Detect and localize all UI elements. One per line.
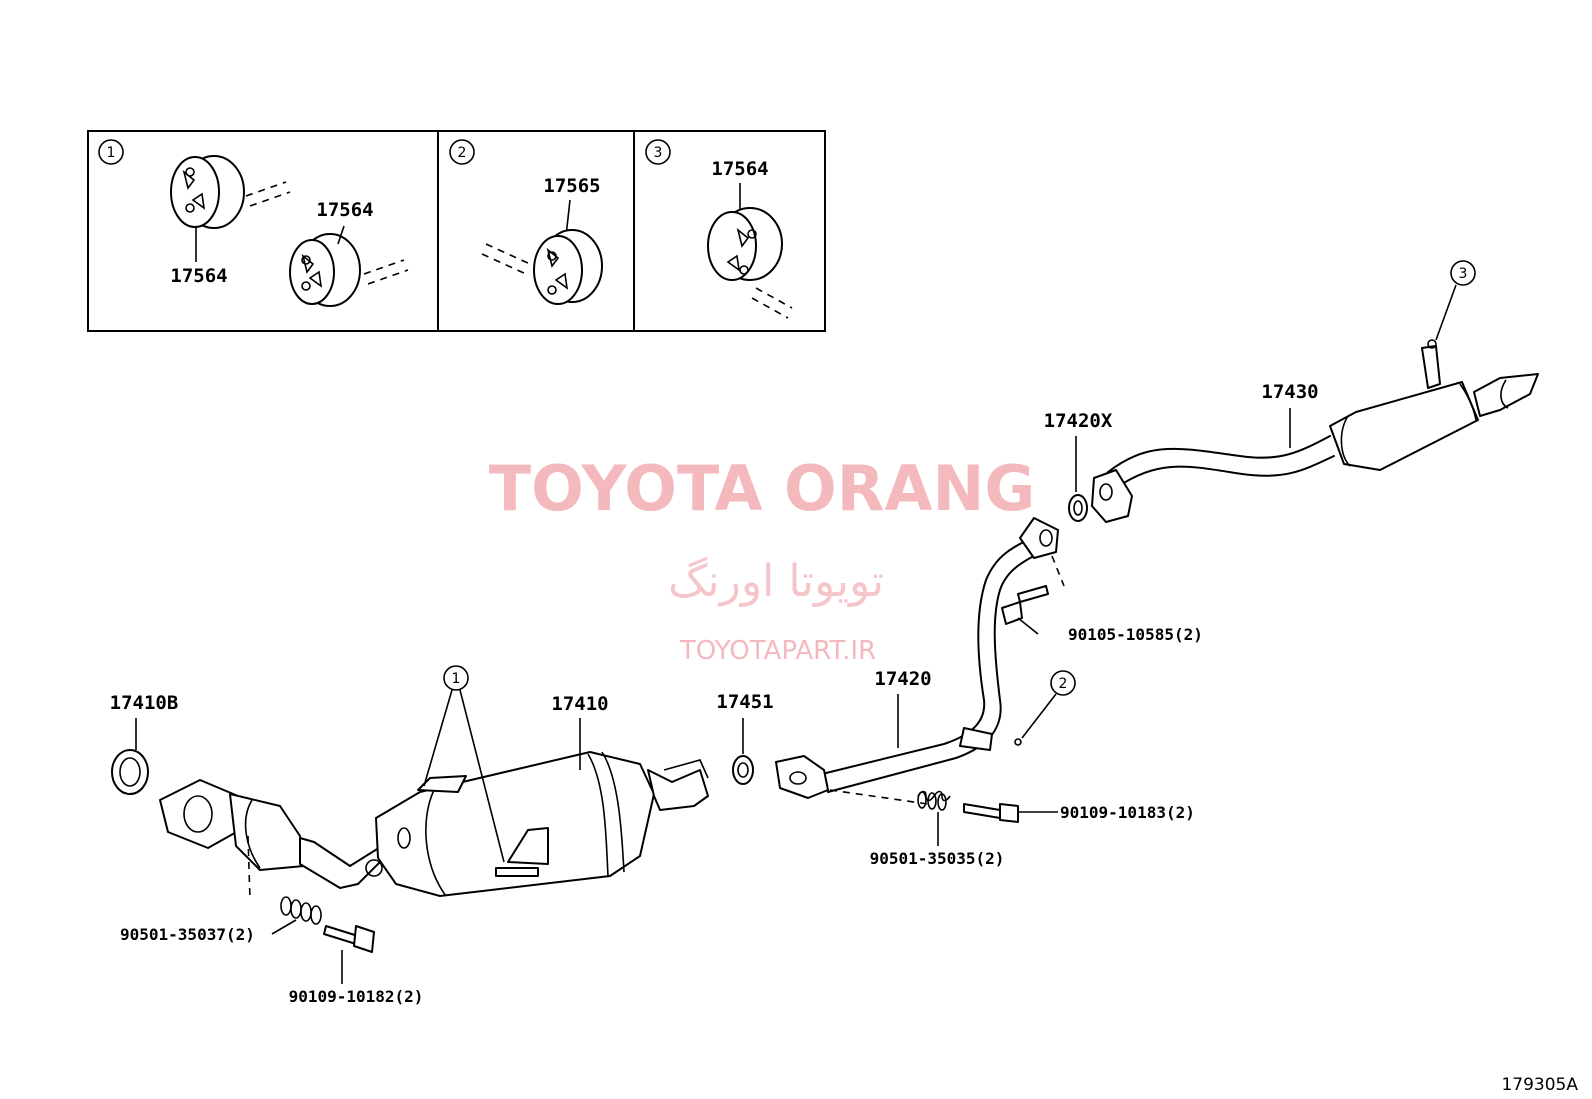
- inset-panel-3: 3 17564: [645, 139, 793, 319]
- bolt-90109-10183: [963, 803, 1019, 823]
- callout-2: 2: [1059, 676, 1068, 692]
- watermark-site: TOYOTAPART.IR: [679, 636, 876, 666]
- rubber-hanger-icon: [533, 229, 603, 305]
- panel-2-number: 2: [458, 145, 467, 161]
- panel-1-label-b: 17564: [316, 199, 373, 221]
- gasket-17451: [732, 755, 754, 785]
- callout-1: 1: [452, 671, 461, 687]
- tail-pipe-assembly-17430: [1091, 339, 1539, 523]
- label-17451: 17451: [716, 691, 773, 713]
- callout-3: 3: [1459, 266, 1468, 282]
- panel-1-number: 1: [107, 145, 116, 161]
- label-17410: 17410: [551, 693, 608, 715]
- gasket-17410b: [111, 749, 149, 795]
- label-17420x: 17420X: [1044, 410, 1113, 432]
- bolt-90109-10182: [323, 925, 375, 953]
- watermark: TOYOTA ORANG تویوتا اورنگ TOYOTAPART.IR: [489, 452, 1035, 666]
- label-90109-10182: 90109-10182(2): [289, 987, 424, 1006]
- spring-90501-35037: [280, 896, 322, 925]
- bolt-90105-10585: [1001, 555, 1065, 625]
- panel-1-label-a: 17564: [170, 265, 227, 287]
- label-90501-35035: 90501-35035(2): [870, 849, 1005, 868]
- label-17420: 17420: [874, 668, 931, 690]
- label-90501-35037: 90501-35037(2): [120, 925, 255, 944]
- label-17410b: 17410B: [110, 692, 179, 714]
- rubber-hanger-icon: [289, 233, 361, 307]
- rubber-hanger-icon: [170, 155, 245, 229]
- label-17430: 17430: [1261, 381, 1318, 403]
- diagram-code: 179305A: [1501, 1075, 1578, 1095]
- watermark-title: TOYOTA ORANG: [489, 452, 1035, 525]
- inset-panel-1: 1 17564 17564: [98, 139, 409, 307]
- panel-3-label: 17564: [711, 158, 768, 180]
- gasket-17420x: [1068, 494, 1088, 522]
- spring-90501-35035: [917, 790, 951, 811]
- rubber-hanger-icon: [707, 207, 783, 281]
- panel-3-number: 3: [654, 145, 663, 161]
- panel-2-label: 17565: [543, 175, 600, 197]
- center-pipe-17420: [775, 517, 1059, 799]
- inset-panel-2: 2 17565: [449, 139, 603, 305]
- watermark-persian: تویوتا اورنگ: [668, 556, 884, 607]
- label-90105-10585: 90105-10585(2): [1068, 625, 1203, 644]
- front-pipe-catalyst-17410: [159, 751, 709, 897]
- label-90109-10183: 90109-10183(2): [1060, 803, 1195, 822]
